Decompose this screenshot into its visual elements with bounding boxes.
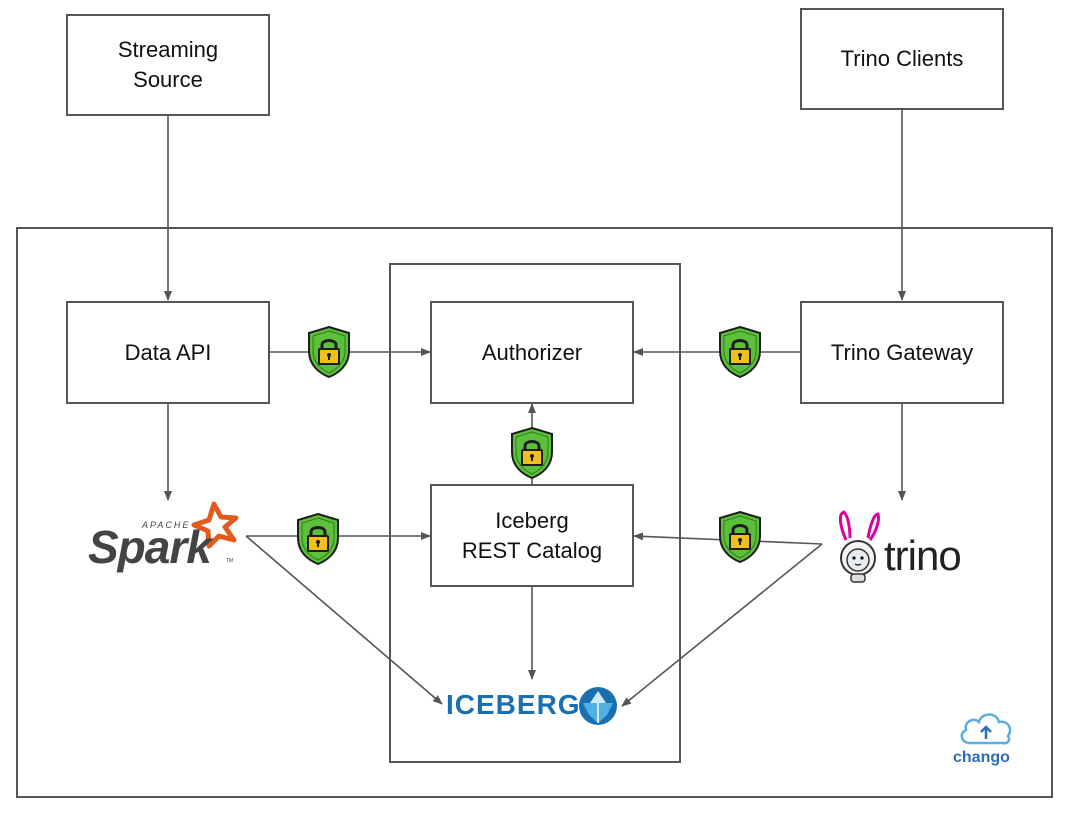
trino-gateway-box[interactable]: Trino Gateway	[800, 301, 1004, 404]
chango-logo: chango	[950, 705, 1022, 769]
data-api-box[interactable]: Data API	[66, 301, 270, 404]
iceberg-rest-catalog-label: Iceberg REST Catalog	[461, 507, 603, 563]
streaming-source-label: Streaming Source	[117, 37, 219, 92]
edge-spark-to-iceberg	[245, 535, 443, 705]
data-api-label: Data API	[124, 339, 212, 365]
spark-label: Spark	[88, 521, 212, 573]
spark-logo: APACHE Spark TM	[88, 500, 248, 575]
authorizer-label: Authorizer	[481, 339, 583, 365]
authorizer-box[interactable]: Authorizer	[430, 301, 634, 404]
spark-apache-label: APACHE	[142, 520, 191, 530]
trino-gateway-label: Trino Gateway	[830, 339, 974, 365]
shield-lock-icon	[511, 426, 553, 480]
iceberg-logo: ICEBERG	[446, 685, 621, 729]
iceberg-label: ICEBERG	[446, 689, 581, 720]
cloud-upload-icon	[960, 713, 1012, 745]
trino-clients-box[interactable]: Trino Clients	[800, 8, 1004, 110]
chango-label: chango	[953, 749, 1010, 766]
spark-tm-label: TM	[226, 558, 234, 564]
trino-bunny-icon	[838, 510, 880, 583]
edge-trino-to-iceberg	[621, 543, 823, 707]
trino-logo: trino	[834, 508, 974, 588]
iceberg-rest-catalog-box[interactable]: Iceberg REST Catalog	[430, 484, 634, 587]
catalog-frame	[389, 263, 681, 763]
shield-lock-icon	[308, 325, 350, 379]
shield-lock-icon	[719, 325, 761, 379]
trino-clients-label: Trino Clients	[840, 46, 964, 71]
trino-label: trino	[884, 532, 962, 579]
iceberg-icon	[579, 687, 617, 725]
platform-frame	[16, 227, 1053, 798]
streaming-source-box[interactable]: Streaming Source	[66, 14, 270, 116]
spark-star-icon	[191, 501, 239, 549]
shield-lock-icon	[297, 512, 339, 566]
shield-lock-icon	[719, 510, 761, 564]
